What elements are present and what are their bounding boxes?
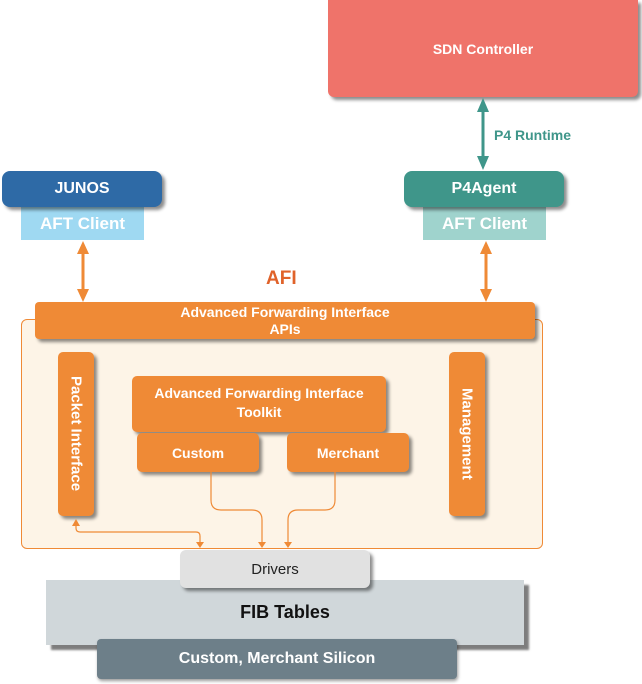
p4agent-box: P4Agent [404, 171, 564, 207]
p4agent-afi-arrow [480, 241, 492, 302]
fib-tables-box: FIB Tables [46, 580, 524, 645]
drivers-label: Drivers [251, 560, 299, 578]
afi-apis-line2: APIs [269, 320, 301, 337]
afi-apis-box: Advanced Forwarding Interface APIs [35, 302, 535, 339]
packet-interface-box: Packet Interface [58, 352, 94, 516]
junos-box: JUNOS [2, 171, 162, 207]
junos-aft-client-label: AFT Client [40, 213, 125, 233]
sdn-controller-box: SDN Controller [328, 0, 638, 97]
custom-box: Custom [137, 433, 259, 472]
custom-label: Custom [171, 444, 225, 461]
p4agent-aft-client: AFT Client [423, 207, 546, 240]
afi-apis-line1: Advanced Forwarding Interface [180, 303, 390, 320]
silicon-label: Custom, Merchant Silicon [178, 650, 376, 667]
packet-interface-label: Packet Interface [67, 376, 85, 492]
junos-label: JUNOS [54, 180, 110, 197]
afi-toolkit-line1: Advanced Forwarding Interface [154, 385, 364, 401]
p4agent-label: P4Agent [451, 180, 517, 197]
sdn-controller-label: SDN Controller [432, 40, 534, 57]
silicon-box: Custom, Merchant Silicon [97, 639, 457, 679]
afi-toolkit-box: Advanced Forwarding Interface Toolkit [132, 376, 386, 432]
drivers-box: Drivers [180, 550, 370, 588]
afi-title: AFI [266, 268, 297, 289]
p4agent-aft-client-label: AFT Client [442, 213, 527, 233]
p4-runtime-label: P4 Runtime [494, 127, 572, 143]
management-label: Management [458, 388, 476, 480]
afi-toolkit-line2: Toolkit [236, 404, 282, 420]
junos-aft-client: AFT Client [21, 207, 144, 240]
merchant-label: Merchant [316, 444, 380, 461]
p4-runtime-arrow [477, 98, 489, 170]
junos-afi-arrow [77, 241, 89, 302]
merchant-box: Merchant [287, 433, 409, 472]
fib-tables-label: FIB Tables [240, 602, 330, 622]
management-box: Management [449, 352, 485, 516]
